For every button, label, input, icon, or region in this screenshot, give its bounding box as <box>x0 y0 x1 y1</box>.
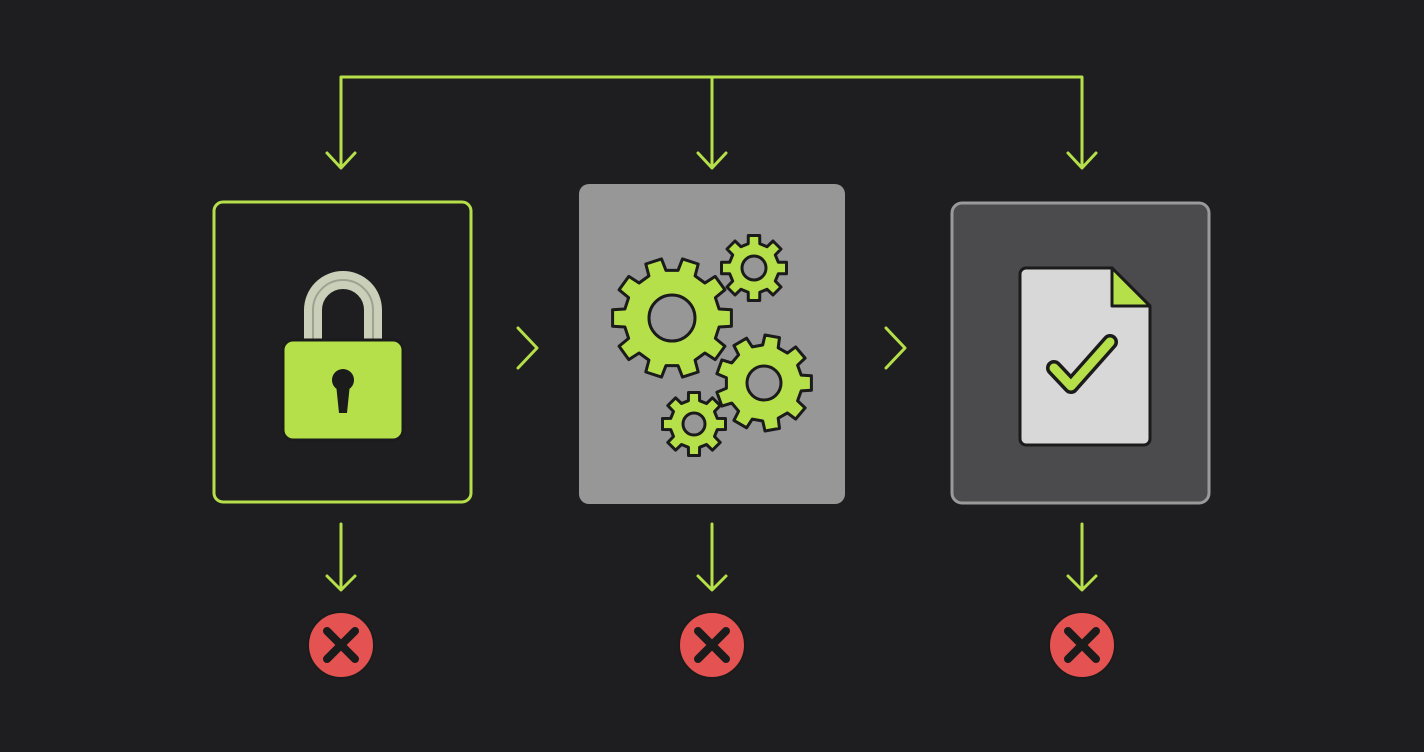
process-node <box>579 184 845 504</box>
error-x-icon <box>678 611 746 679</box>
failure-branches <box>325 522 1098 592</box>
chevron-right-icon <box>516 326 539 370</box>
gears-icon <box>611 234 813 457</box>
error-x-icon <box>307 611 375 679</box>
arrowhead-down-icon <box>325 574 357 592</box>
top-bus-connector <box>325 75 1098 170</box>
error-x-icon <box>1048 611 1116 679</box>
arrowhead-down-icon <box>1066 574 1098 592</box>
input-node <box>212 200 473 504</box>
gear-hole <box>647 293 697 343</box>
document-check-icon <box>1018 266 1152 447</box>
gear-hole <box>745 364 783 402</box>
padlock-icon <box>281 271 405 442</box>
output-node <box>950 201 1211 505</box>
chevron-right-icon <box>884 326 907 370</box>
document-fold <box>1110 266 1152 308</box>
arrowhead-down-icon <box>696 151 728 170</box>
arrowhead-down-icon <box>325 151 357 170</box>
padlock-shackle <box>304 271 382 341</box>
document-sheet <box>1018 266 1152 447</box>
input-node-frame <box>212 200 473 504</box>
arrowhead-down-icon <box>1066 151 1098 170</box>
arrowhead-down-icon <box>696 574 728 592</box>
gear-hole <box>681 411 707 437</box>
gear-hole <box>740 254 768 282</box>
